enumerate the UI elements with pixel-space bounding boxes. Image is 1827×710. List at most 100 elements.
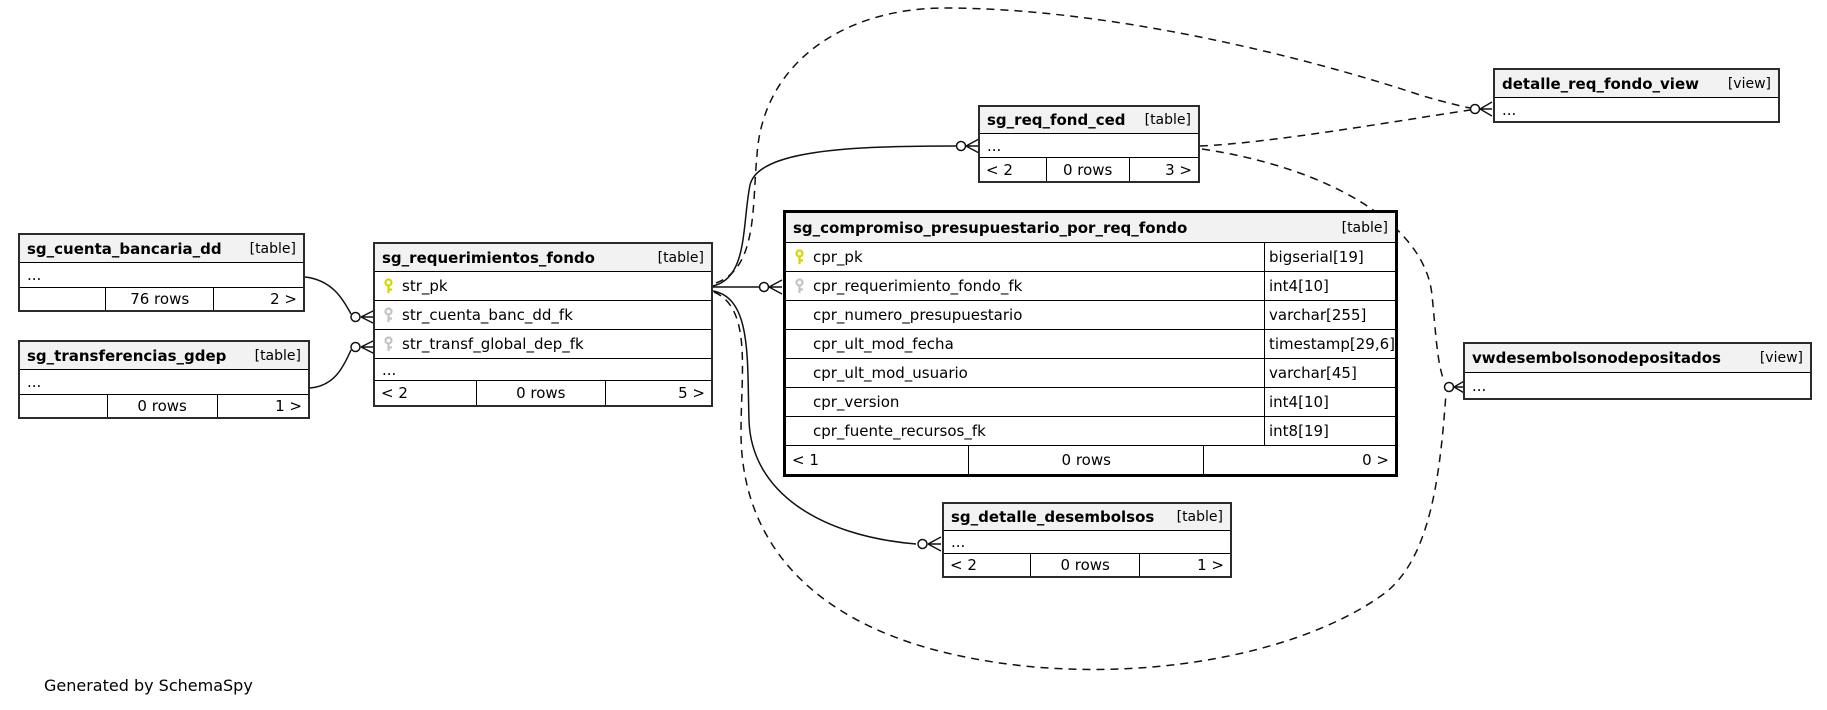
zero-many-terminator-requerimientos-fk1 (350, 309, 376, 325)
entity-footer: < 2 0 rows 5 > (375, 381, 711, 405)
column-name: str_pk (402, 277, 448, 295)
zero-many-terminator-detalle_view (1469, 101, 1493, 117)
entity-header: sg_cuenta_bancaria_dd [table] (20, 235, 303, 263)
column-name: cpr_fuente_recursos_fk (813, 422, 986, 440)
entity-sg_transferencias_gdep[interactable]: sg_transferencias_gdep [table] ... 0 row… (18, 340, 310, 419)
columns-ellipsis: ... (1502, 100, 1517, 119)
entity-sg_detalle_desembolsos[interactable]: sg_detalle_desembolsos [table] ... < 2 0… (942, 502, 1232, 578)
entity-title[interactable]: vwdesembolsonodepositados (1472, 349, 1721, 367)
column-row: cpr_requerimiento_fondo_fk int4[10] (786, 272, 1395, 301)
entity-sg_req_fond_ced[interactable]: sg_req_fond_ced [table] ... < 2 0 rows 3… (978, 105, 1200, 183)
footer-row-count: 0 rows (475, 381, 605, 405)
edge-requerimientos-to-req_fond_ced (712, 145, 958, 287)
edge-requerimientos-to-detalle_desembolsos (712, 290, 917, 545)
entity-header: sg_compromiso_presupuestario_por_req_fon… (786, 213, 1395, 243)
column-name: cpr_numero_presupuestario (813, 306, 1023, 324)
entity-header: detalle_req_fondo_view [view] (1495, 70, 1778, 98)
footer-child-count: 2 > (213, 288, 303, 310)
entity-header: sg_requerimientos_fondo [table] (375, 244, 711, 272)
footer-parent-count: < 1 (792, 451, 819, 469)
entity-kind-badge: [table] (1341, 219, 1388, 236)
entity-vwdesembolsonodepositados[interactable]: vwdesembolsonodepositados [view] ... (1463, 342, 1812, 400)
edge-req_fond_ced-to-detalle_view (1199, 109, 1471, 147)
entity-header: vwdesembolsonodepositados [view] (1465, 344, 1810, 373)
zero-many-terminator-req_fond_ced (955, 138, 980, 154)
column-type: varchar[45] (1264, 359, 1395, 387)
footer-child-count: 1 > (1139, 554, 1230, 576)
column-row: cpr_fuente_recursos_fk int8[19] (786, 417, 1395, 446)
edge-requerimientos-to-detalle_view (715, 7, 1471, 284)
footer-row-count: 0 rows (106, 395, 217, 417)
footer-parent-count: < 2 (950, 556, 977, 574)
column-name: str_cuenta_banc_dd_fk (402, 306, 573, 324)
generated-by-note: Generated by SchemaSpy (44, 676, 253, 695)
column-name: cpr_requerimiento_fondo_fk (813, 277, 1023, 295)
columns-ellipsis: ... (20, 370, 308, 395)
zero-many-terminator-requerimientos-fk2 (350, 339, 376, 355)
entity-title[interactable]: sg_req_fond_ced (987, 111, 1126, 129)
column-name: cpr_pk (813, 248, 863, 266)
entity-sg_requerimientos_fondo[interactable]: sg_requerimientos_fondo [table] str_pk s… (373, 242, 713, 407)
footer-parent-count: < 2 (381, 384, 408, 402)
footer-parent-count (20, 288, 105, 310)
column-row: cpr_ult_mod_usuario varchar[45] (786, 359, 1395, 388)
column-name: cpr_ult_mod_fecha (813, 335, 954, 353)
column-type: timestamp[29,6] (1264, 330, 1395, 358)
footer-row-count: 0 rows (1030, 554, 1139, 576)
column-type: int4[10] (1264, 388, 1395, 416)
entity-detalle_req_fondo_view[interactable]: detalle_req_fondo_view [view] ... (1493, 68, 1780, 123)
entity-header: sg_detalle_desembolsos [table] (944, 504, 1230, 531)
edge-transferencias-to-requerimientos (309, 349, 352, 389)
foreign-key-icon (375, 307, 402, 323)
footer-child-count: 3 > (1128, 158, 1198, 181)
foreign-key-icon (375, 336, 402, 352)
columns-ellipsis: ... (944, 531, 1230, 554)
entity-sg_cuenta_bancaria_dd[interactable]: sg_cuenta_bancaria_dd [table] ... 76 row… (18, 233, 305, 312)
foreign-key-icon (786, 278, 813, 294)
entity-kind-badge: [table] (254, 347, 301, 364)
columns-ellipsis: ... (20, 263, 303, 288)
footer-child-count: 5 > (604, 381, 711, 405)
footer-child-count: 1 > (216, 395, 308, 417)
entity-kind-badge: [table] (1144, 112, 1191, 128)
entity-footer: < 2 0 rows 1 > (944, 554, 1230, 576)
primary-key-icon (375, 278, 402, 294)
entity-title[interactable]: sg_compromiso_presupuestario_por_req_fon… (793, 218, 1188, 237)
column-name: str_transf_global_dep_fk (402, 335, 584, 353)
column-type: varchar[255] (1264, 301, 1395, 329)
entity-title[interactable]: detalle_req_fondo_view (1502, 74, 1699, 93)
entity-header: sg_transferencias_gdep [table] (20, 342, 308, 370)
entity-title[interactable]: sg_detalle_desembolsos (951, 508, 1155, 526)
footer-row-count: 0 rows (1045, 158, 1129, 181)
entity-footer: 76 rows 2 > (20, 288, 303, 310)
column-name: cpr_version (813, 393, 900, 411)
column-row: cpr_ult_mod_fecha timestamp[29,6] (786, 330, 1395, 359)
footer-child-count: 0 > (1203, 446, 1395, 474)
entity-footer: < 2 0 rows 3 > (980, 158, 1198, 181)
edge-requerimientos-to-vw_view (713, 291, 1447, 671)
edge-cuenta-to-requerimientos (304, 276, 352, 315)
entity-footer: 0 rows 1 > (20, 395, 308, 417)
columns-ellipsis: ... (375, 359, 711, 381)
entity-title[interactable]: sg_requerimientos_fondo (382, 248, 595, 267)
column-row: cpr_numero_presupuestario varchar[255] (786, 301, 1395, 330)
footer-parent-count (20, 395, 107, 417)
zero-many-terminator-compromiso (758, 279, 783, 295)
footer-row-count: 0 rows (968, 446, 1203, 474)
column-type: bigserial[19] (1264, 243, 1395, 271)
column-name: cpr_ult_mod_usuario (813, 364, 968, 382)
column-type: int8[19] (1264, 417, 1395, 445)
column-row: cpr_version int4[10] (786, 388, 1395, 417)
entity-kind-badge: [table] (657, 249, 704, 266)
entity-sg_compromiso_presupuestario_por_req_fondo[interactable]: sg_compromiso_presupuestario_por_req_fon… (783, 210, 1398, 477)
entity-kind-badge: [table] (249, 240, 296, 257)
columns-ellipsis: ... (1472, 376, 1487, 395)
entity-title[interactable]: sg_cuenta_bancaria_dd (27, 239, 222, 258)
primary-key-icon (786, 249, 813, 265)
column-row: str_pk (375, 272, 711, 301)
entity-title[interactable]: sg_transferencias_gdep (27, 346, 227, 365)
column-row: str_transf_global_dep_fk (375, 330, 711, 359)
entity-kind-badge: [table] (1176, 509, 1223, 525)
